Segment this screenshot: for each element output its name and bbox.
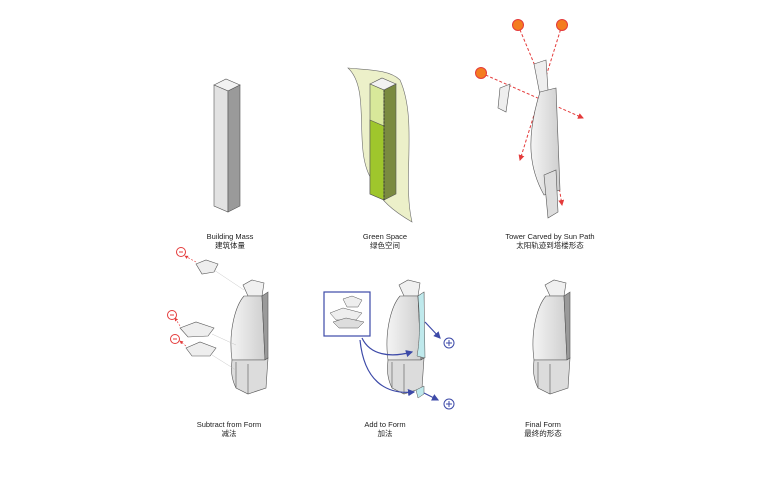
- caption-zh: 减法: [221, 429, 237, 438]
- add-pieces: [323, 291, 441, 401]
- minus-icon: [170, 334, 180, 344]
- caption-zh: 最终的形态: [524, 429, 562, 438]
- tower-form: [230, 279, 269, 395]
- caption-en: Building Mass: [206, 232, 254, 241]
- subtract-pieces: [174, 255, 245, 371]
- caption-zh: 绿色空间: [370, 241, 400, 250]
- building-mass-block: [213, 78, 241, 213]
- caption-en: Subtract from Form: [196, 420, 262, 429]
- sun-icon: [512, 19, 524, 31]
- sun-path-tower: [475, 19, 584, 219]
- caption-en: Tower Carved by Sun Path: [505, 232, 595, 241]
- caption-zh: 加法: [377, 429, 393, 438]
- caption-zh: 建筑体量: [215, 241, 245, 250]
- caption-en: Green Space: [362, 232, 408, 241]
- caption-en: Add to Form: [364, 420, 406, 429]
- sun-icon: [475, 67, 487, 79]
- sun-icon: [556, 19, 568, 31]
- minus-icon: [167, 310, 177, 320]
- green-space-model: [347, 67, 413, 223]
- caption-zh: 太阳轨迹到塔楼形态: [516, 241, 584, 250]
- tower-form-final: [532, 279, 571, 395]
- minus-icon: [176, 247, 186, 257]
- plus-icon: [443, 337, 455, 349]
- plus-icon: [443, 398, 455, 410]
- caption-en: Final Form: [525, 420, 561, 429]
